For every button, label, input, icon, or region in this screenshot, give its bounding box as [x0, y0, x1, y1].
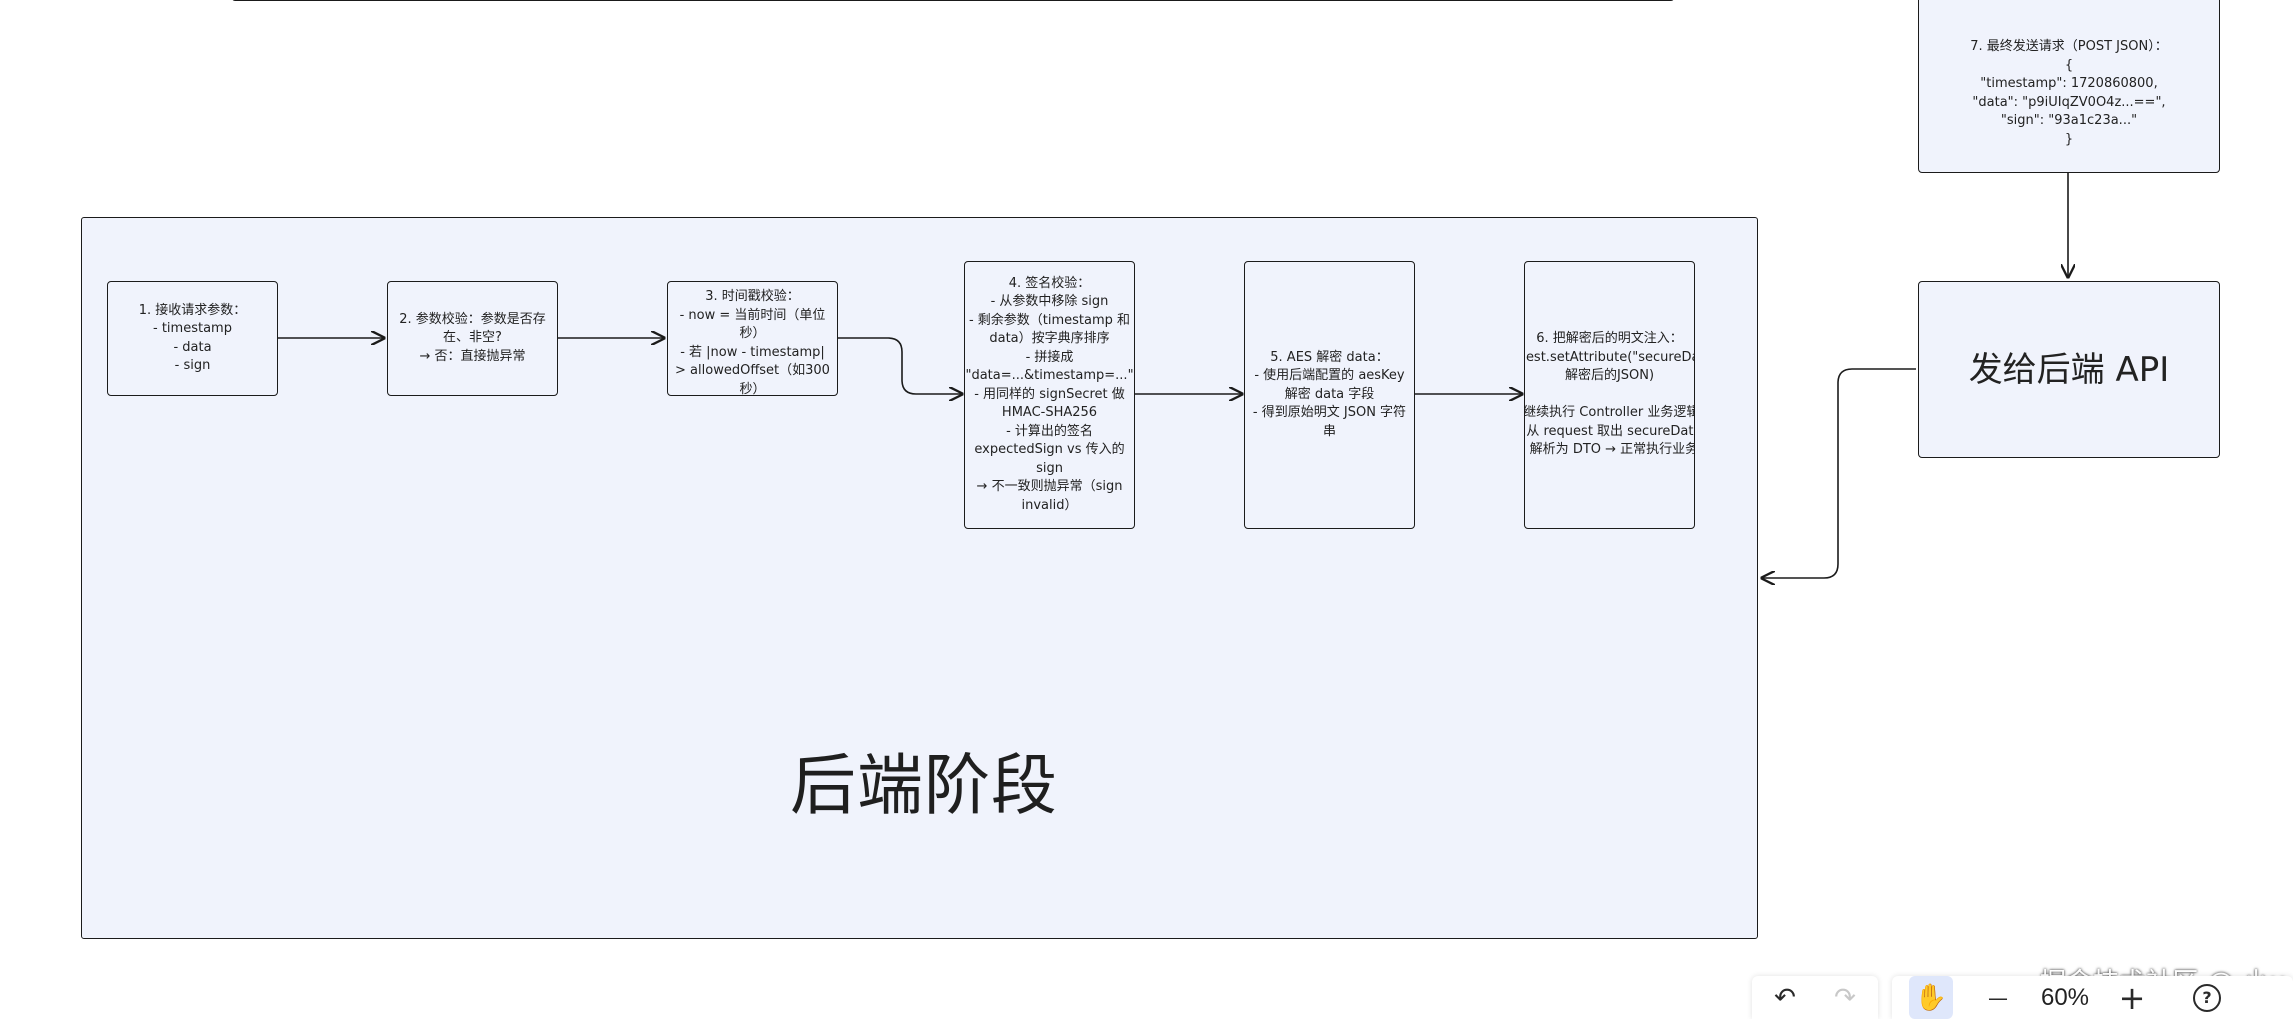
stage-title: 后端阶段 — [790, 747, 1058, 824]
help-icon: ? — [2193, 983, 2221, 1012]
node-text: 2. 参数校验：参数是否存在、非空? → 否：直接抛异常 — [399, 311, 546, 364]
node-final-request[interactable]: 7. 最终发送请求（POST JSON）： { "timestamp": 172… — [1918, 0, 2220, 173]
node-aes-decrypt[interactable]: 5. AES 解密 data： - 使用后端配置的 aesKey 解密 data… — [1244, 261, 1415, 529]
view-group — [1892, 976, 2293, 1019]
undo-button[interactable]: ↶ — [1774, 982, 1796, 1013]
canvas-toolbar: ↶ ↷ ✋ — 60% + ? — [1752, 976, 2293, 1019]
history-group — [1752, 976, 1878, 1019]
zoom-level[interactable]: 60% — [2040, 983, 2090, 1011]
hand-tool-button[interactable]: ✋ — [1909, 976, 1953, 1019]
node-text: 3. 时间戳校验： - now = 当前时间（单位秒） - 若 |now - t… — [675, 289, 830, 396]
node-text: 5. AES 解密 data： - 使用后端配置的 aesKey 解密 data… — [1252, 349, 1407, 439]
node-text: 7. 最终发送请求（POST JSON）： { "timestamp": 172… — [1970, 39, 2168, 147]
node-param-check[interactable]: 2. 参数校验：参数是否存在、非空? → 否：直接抛异常 — [387, 281, 558, 396]
node-text: 4. 签名校验： - 从参数中移除 sign - 剩余参数（timestamp … — [965, 275, 1134, 513]
offscreen-frame-edge — [232, 0, 1674, 1]
node-text: 发给后端 API — [1968, 349, 2170, 390]
node-text: 6. 把解密后的明文注入：request.setAttribute("secur… — [1524, 331, 1695, 458]
node-send-to-backend-api[interactable]: 发给后端 API — [1918, 281, 2220, 458]
node-inject-and-continue[interactable]: 6. 把解密后的明文注入：request.setAttribute("secur… — [1524, 261, 1695, 529]
help-button[interactable]: ? — [2182, 976, 2232, 1019]
node-timestamp-check[interactable]: 3. 时间戳校验： - now = 当前时间（单位秒） - 若 |now - t… — [667, 281, 838, 396]
zoom-out-button[interactable]: — — [1988, 985, 2008, 1010]
edge-api-stage — [1762, 368, 1916, 578]
redo-button[interactable]: ↷ — [1834, 982, 1856, 1013]
backend-stage-frame[interactable] — [81, 217, 1758, 939]
node-receive-params[interactable]: 1. 接收请求参数： - timestamp - data - sign — [107, 281, 278, 396]
node-text: 1. 接收请求参数： - timestamp - data - sign — [138, 302, 247, 374]
node-sign-check[interactable]: 4. 签名校验： - 从参数中移除 sign - 剩余参数（timestamp … — [964, 261, 1135, 529]
zoom-in-button[interactable]: + — [2118, 978, 2146, 1017]
